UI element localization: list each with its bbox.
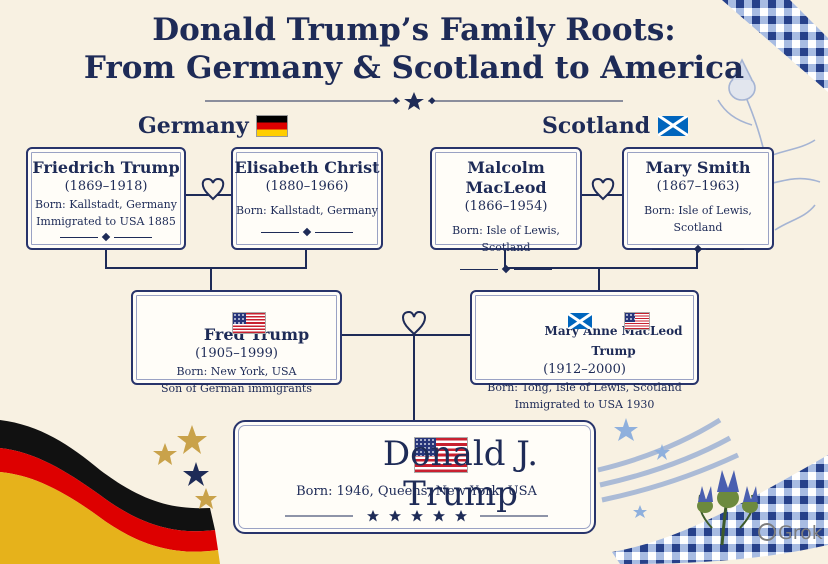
card-friedrich-trump: Friedrich Trump (1869–1918) Born: Kallst… (26, 147, 186, 250)
star-icon (183, 462, 209, 486)
person-years: (1905–1999) (195, 346, 278, 361)
thistle-icon (717, 58, 821, 231)
star-icon (614, 418, 670, 518)
title-ornament (205, 92, 623, 110)
person-name: Friedrich Trump (32, 158, 180, 177)
person-note: Son of German immigrants (161, 382, 312, 395)
card-malcolm-macleod: Malcolm MacLeod (1866–1954) Born: Isle o… (430, 147, 582, 274)
person-name: Donald J. Trump (382, 434, 539, 514)
card-elisabeth-christ: Elisabeth Christ (1880–1966) Born: Kalls… (231, 147, 383, 250)
region-scotland-label: Scotland (542, 113, 651, 139)
card-mary-smith: Mary Smith (1867–1963) Born: Isle of Lew… (622, 147, 774, 254)
card-ornament (624, 244, 772, 254)
person-name: Elisabeth Christ (234, 158, 380, 177)
scotland-flag-icon (567, 313, 592, 329)
watermark-text: Grok (778, 522, 823, 544)
heart-icon (402, 310, 426, 336)
card-ornament (233, 227, 381, 237)
person-birthplace: Born: Isle of Lewis, Scotland (452, 224, 560, 254)
person-name: Fred Trump (203, 325, 310, 344)
person-birthplace: Born: New York, USA (176, 365, 297, 378)
person-years: (1912–2000) (543, 362, 626, 377)
card-donald-j-trump: Donald J. Trump Born: 1946, Queens, New … (233, 420, 596, 534)
card-ornament (28, 232, 184, 242)
card-ornament (432, 264, 580, 274)
title-line-2: From Germany & Scotland to America (83, 50, 745, 86)
person-birthplace: Born: Kallstadt, Germany (236, 204, 378, 217)
region-germany: Germany (138, 113, 287, 139)
person-note: Immigrated to USA 1930 (514, 398, 655, 411)
scotland-flag-icon (658, 116, 689, 136)
star-icon (153, 425, 217, 509)
person-years: (1867–1963) (656, 179, 740, 194)
title-line-1: Donald Trump’s Family Roots: (152, 12, 676, 48)
region-germany-label: Germany (138, 113, 249, 139)
person-note: Immigrated to USA 1885 (36, 215, 176, 228)
grok-watermark: Grok (758, 522, 823, 544)
person-birthplace: Born: Tong, Isle of Lewis, Scotland (487, 381, 682, 394)
star-icon (367, 510, 467, 522)
person-birthplace: Born: 1946, Queens, New York, USA (296, 484, 537, 499)
heart-icon (201, 177, 225, 201)
heart-icon (591, 177, 615, 201)
person-years: (1880–1966) (265, 179, 349, 194)
gingham-ribbon-top (722, 0, 828, 92)
person-name: Mary Smith (645, 158, 751, 177)
grok-logo-icon (758, 523, 776, 541)
scotland-ribbon-stripes (597, 417, 740, 503)
usa-flag-icon (232, 313, 265, 333)
person-years: (1869–1918) (64, 179, 148, 194)
person-years: (1866–1954) (464, 199, 548, 214)
region-scotland: Scotland (542, 113, 689, 139)
star-row-ornament (285, 510, 548, 522)
germany-flag-wave (0, 420, 220, 564)
person-name: Malcolm MacLeod (465, 158, 547, 197)
usa-flag-icon (414, 438, 467, 472)
germany-flag-icon (256, 116, 287, 136)
star-icon (404, 92, 424, 110)
thistle-icon (697, 470, 758, 546)
card-mary-anne-macleod-trump: Mary Anne MacLeod Trump (1912–2000) Born… (470, 290, 699, 411)
person-birthplace: Born: Kallstadt, Germany (35, 198, 177, 211)
card-fred-trump: Fred Trump (1905–1999) Born: New York, U… (131, 290, 342, 395)
usa-flag-icon (625, 313, 650, 329)
person-birthplace: Born: Isle of Lewis, Scotland (644, 204, 752, 234)
